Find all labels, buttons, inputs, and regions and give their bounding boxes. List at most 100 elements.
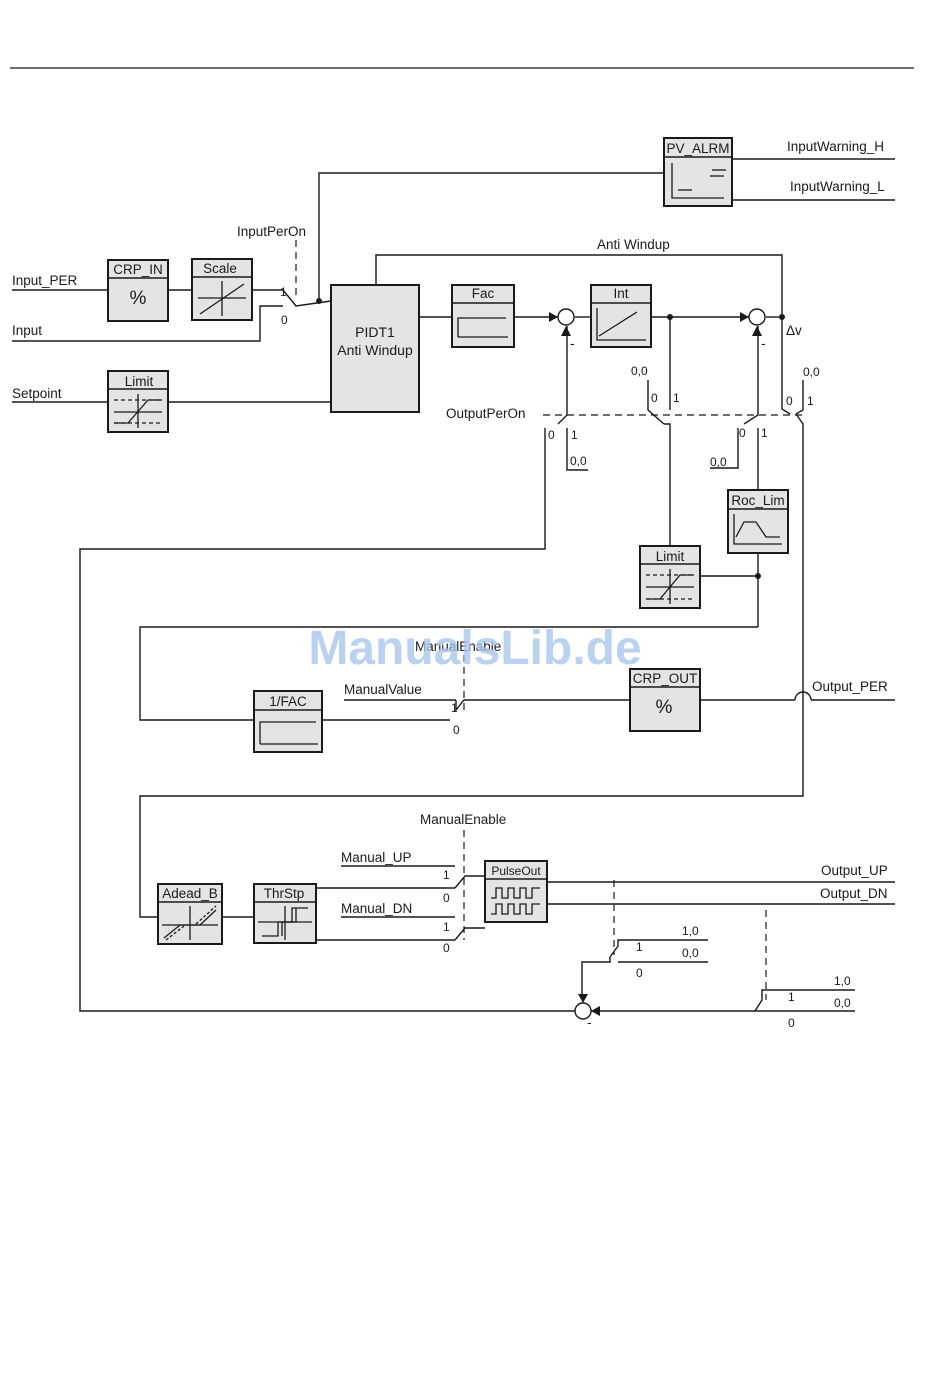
switch-pos-0: 0 [443,941,450,955]
switch-const-0-0: 0,0 [682,946,699,960]
fac-block: Fac [451,284,515,348]
switch-const-0-0: 0,0 [834,996,851,1010]
switch-pos-1: 1 [807,394,814,408]
switch-const-0-0: 0,0 [631,364,648,378]
manual-enable-label-1: ManualEnable [415,639,501,654]
switch-const-0-0: 0,0 [570,454,587,468]
switch-const-1-0: 1,0 [682,924,699,938]
switch-pos-0: 0 [636,966,643,980]
sum-junction-2 [740,308,766,336]
switch-pos-1: 1 [443,920,450,934]
input-warning-h-label: InputWarning_H [787,139,884,154]
pidt1-title: PIDT1 [355,324,395,340]
manual-up-label: Manual_UP [341,850,412,865]
alarm-threshold-icon [671,163,726,199]
signal-labels: Input_PER Input Setpoint InputPerOn Anti… [12,139,888,916]
three-step-icon [258,906,312,940]
switch-pos-1: 1 [280,285,287,299]
switch-pos-1: 1 [788,990,795,1004]
pulseout-block: PulseOut [484,860,548,923]
pv-alrm-block: PV_ALRM [663,137,733,207]
sum-minus-sign: - [761,335,766,351]
crp-out-symbol: % [656,697,673,718]
switch-pos-1: 1 [443,868,450,882]
pidt1-block: PIDT1 Anti Windup [330,284,420,413]
thrstp-label: ThrStp [264,886,305,901]
manual-dn-label: Manual_DN [341,901,412,916]
inverse-fac-label: 1/FAC [269,694,307,709]
deadband-icon [162,905,218,941]
pulse-train-icon [491,887,540,915]
switch-pos-1: 1 [571,428,578,442]
sum-minus-sign: - [587,1014,592,1030]
adead-b-label: Adead_B [162,886,218,901]
switch-pos-0: 0 [788,1016,795,1030]
pulseout-label: PulseOut [491,864,541,878]
output-per-on-label: OutputPerOn [446,406,526,421]
switch-const-0-0: 0,0 [710,455,727,469]
pv-alrm-label: PV_ALRM [666,141,729,156]
scale-label: Scale [203,261,237,276]
int-ramp-icon [596,308,646,341]
switch-pos-0: 0 [651,391,658,405]
manual-value-label: ManualValue [344,682,422,697]
inverse-fac-block: 1/FAC [253,690,323,753]
pidt1-subtitle: Anti Windup [337,342,413,358]
crp-in-symbol: % [130,288,147,309]
input-per-on-label: InputPerOn [237,224,306,239]
fac-step-icon [259,721,318,745]
switch-pos-0: 0 [281,313,288,327]
fac-label: Fac [472,286,495,301]
crp-in-block: CRP_IN % [107,259,169,322]
roc-lim-label: Roc_Lim [731,493,784,508]
int-label: Int [613,286,628,301]
setpoint-label: Setpoint [12,386,62,401]
output-limit-block: Limit [639,545,701,609]
switch-position-labels: 1 0 0 1 0,0 - 0,0 0 1 0 1 0,0 - 0,0 0 1 … [280,285,851,1030]
switch-pos-0: 0 [453,723,460,737]
limit-icon [646,569,694,604]
fac-step-icon [457,317,508,338]
switch-pos-1: 1 [761,426,768,440]
crp-in-label: CRP_IN [113,262,163,277]
scale-block: Scale [191,258,253,321]
anti-windup-label: Anti Windup [597,237,670,252]
setpoint-limit-block: Limit [107,370,169,433]
rate-limit-icon [733,514,782,545]
roc-lim-block: Roc_Lim [727,489,789,554]
limit-icon [114,394,162,428]
switch-pos-0: 0 [443,891,450,905]
watermark: ManualsLib.de [308,622,641,675]
input-label: Input [12,323,42,338]
sum-junction-3 [574,994,600,1020]
switch-const-0-0: 0,0 [803,365,820,379]
scale-ramp-icon [198,281,246,316]
input-per-label: Input_PER [12,273,78,288]
input-warning-l-label: InputWarning_L [790,179,885,194]
crp-out-label: CRP_OUT [633,671,698,686]
switch-pos-0: 0 [548,428,555,442]
signal-wires [12,158,895,1012]
switch-const-1-0: 1,0 [834,974,851,988]
delta-v-label: Δv [786,323,802,338]
crp-out-block: CRP_OUT % [629,668,701,732]
adead-b-block: Adead_B [157,883,223,945]
switch-pos-0: 0 [786,394,793,408]
switch-pos-1: 1 [636,940,643,954]
manual-enable-label-2: ManualEnable [420,812,506,827]
switch-pos-1: 1 [673,391,680,405]
output-up-label: Output_UP [821,863,888,878]
switch-pos-0: 0 [739,426,746,440]
sum-minus-sign: - [570,335,575,351]
output-per-label: Output_PER [812,679,888,694]
output-dn-label: Output_DN [820,886,888,901]
thrstp-block: ThrStp [253,883,317,944]
sum-junction-1 [549,308,575,336]
switch-pos-1: 1 [451,701,458,715]
int-block: Int [590,284,652,348]
control-dashed-lines [295,240,805,1000]
output-limit-label: Limit [656,549,685,564]
junction-dots [316,298,785,579]
setpoint-limit-label: Limit [125,374,154,389]
